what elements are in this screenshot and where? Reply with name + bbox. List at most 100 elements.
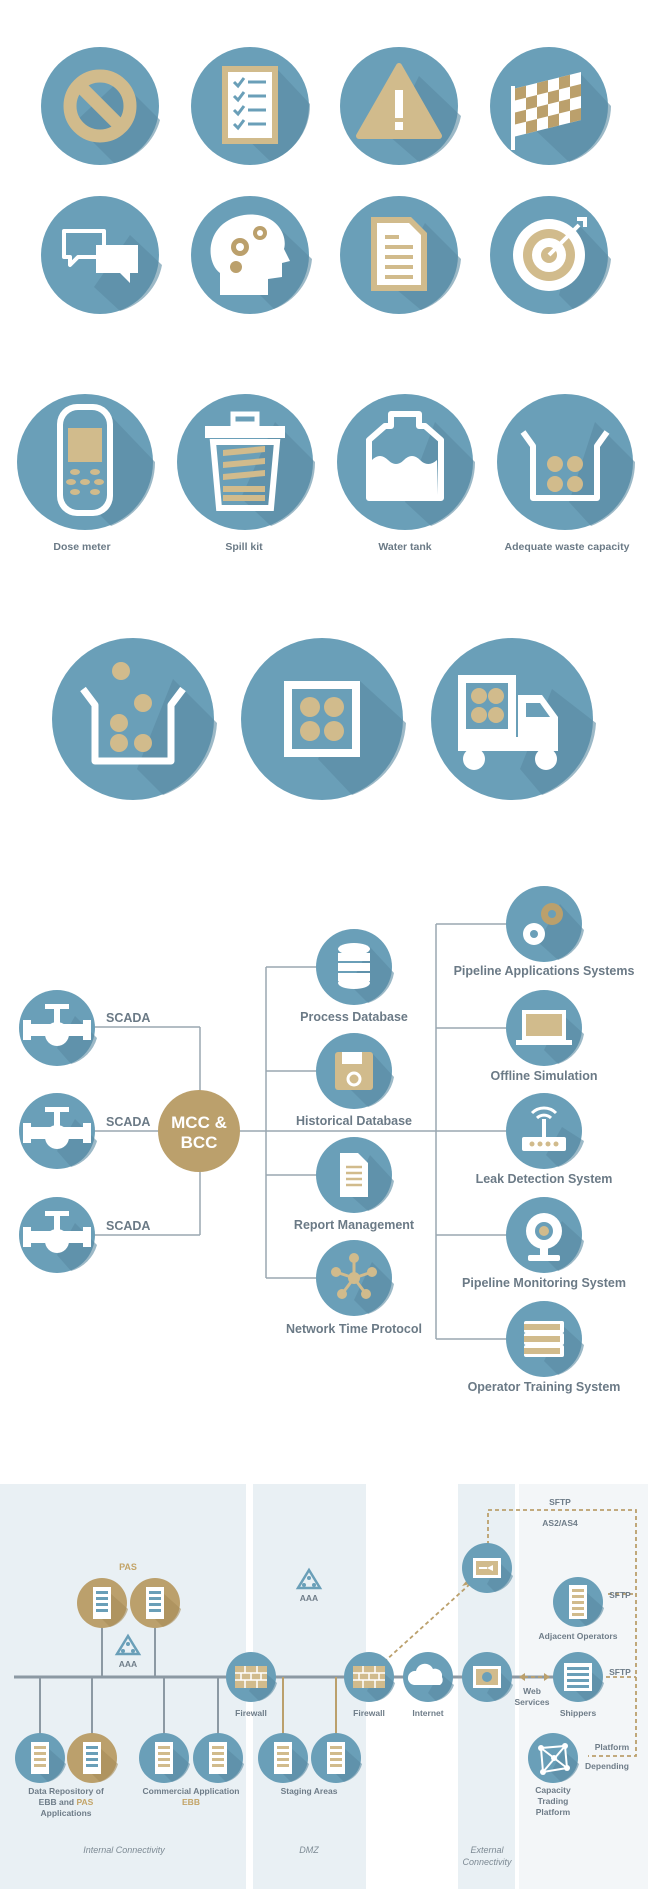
hub-label-line1: MCC & [171, 1113, 227, 1132]
icon-row-3: Dose meter Spill kit Water tank Adequate… [17, 394, 636, 553]
icon-row-4 [52, 638, 596, 800]
pas-application-server-icon [67, 1733, 118, 1783]
label-shippers: Shippers [560, 1708, 597, 1718]
data-repository-server-icon [15, 1733, 66, 1783]
aaa-icon [295, 1567, 323, 1590]
label-aaa-dmz: AAA [300, 1593, 318, 1603]
staging-server-icon [311, 1733, 362, 1783]
speech-bubbles-icon [41, 196, 162, 314]
dose-meter-icon [17, 394, 156, 530]
label-spill-kit: Spill kit [225, 541, 263, 553]
label-web-services-1: Web [523, 1686, 541, 1696]
label-as2: AS2/AS4 [542, 1518, 578, 1528]
label-data-repo-2: EBB and PAS [39, 1797, 94, 1807]
network-icon [316, 1240, 394, 1316]
books-icon [506, 1301, 584, 1377]
label-capacity-3: Platform [536, 1807, 571, 1817]
valve-icon [19, 1093, 97, 1169]
adjacent-operators-server-icon [553, 1577, 604, 1627]
document-icon [340, 196, 461, 314]
scada-label-1: SCADA [106, 1011, 150, 1025]
caption-external-1: External [470, 1845, 504, 1855]
label-internet: Internet [412, 1708, 443, 1718]
database-icon [316, 929, 394, 1005]
capacity-trading-network-icon [528, 1733, 579, 1783]
scada-diagram: SCADA SCADA SCADA MCC & BCC [19, 886, 634, 1394]
hub-node: MCC & BCC [158, 1090, 240, 1172]
label-waste-capacity: Adequate waste capacity [505, 541, 630, 553]
label-pipeline-applications: Pipeline Applications Systems [454, 964, 635, 978]
spill-kit-icon [177, 394, 316, 530]
report-icon [316, 1137, 394, 1213]
pas-server-icon [77, 1578, 128, 1628]
checkered-flag-icon [490, 47, 611, 165]
label-firewall-1: Firewall [235, 1708, 267, 1718]
label-adjacent-operators: Adjacent Operators [539, 1631, 618, 1641]
waste-falling-icon [52, 638, 217, 800]
label-capacity-2: Trading [538, 1796, 569, 1806]
web-services-icon [462, 1652, 513, 1702]
label-commercial-2: EBB [182, 1797, 200, 1807]
webcam-icon [506, 1197, 584, 1273]
label-sftp-adjacent: SFTP [609, 1590, 631, 1600]
firewall-icon [226, 1652, 277, 1702]
label-process-database: Process Database [300, 1010, 408, 1024]
checklist-icon [191, 47, 311, 165]
label-pas: PAS [119, 1562, 137, 1572]
network-diagram: PAS AAA AAA [0, 1484, 648, 1889]
target-icon [490, 196, 611, 314]
icon-row-2 [41, 196, 611, 314]
label-capacity-1: Capacity [535, 1785, 571, 1795]
scada-label-2: SCADA [106, 1115, 150, 1129]
head-gears-icon [191, 196, 312, 314]
label-report-management: Report Management [294, 1218, 415, 1232]
commercial-app-server-icon [139, 1733, 190, 1783]
label-operator-training: Operator Training System [468, 1380, 621, 1394]
label-staging-areas: Staging Areas [281, 1786, 338, 1796]
scada-label-3: SCADA [106, 1219, 150, 1233]
label-aaa-internal: AAA [119, 1659, 137, 1669]
label-network-time-protocol: Network Time Protocol [286, 1322, 422, 1336]
water-tank-icon [337, 394, 476, 530]
label-historical-database: Historical Database [296, 1114, 412, 1128]
waste-truck-icon [431, 638, 596, 800]
gears-icon [506, 886, 584, 962]
dashed-links [383, 1509, 637, 1757]
label-sftp-top: SFTP [549, 1497, 571, 1507]
label-leak-detection: Leak Detection System [476, 1172, 613, 1186]
label-pipeline-monitoring: Pipeline Monitoring System [462, 1276, 626, 1290]
label-platform-2: Depending [585, 1761, 629, 1771]
label-data-repo-3: Applications [40, 1808, 91, 1818]
caption-external-2: Connectivity [462, 1857, 512, 1867]
label-offline-simulation: Offline Simulation [491, 1069, 598, 1083]
router-icon [506, 1093, 584, 1169]
caption-internal-connectivity: Internal Connectivity [83, 1845, 165, 1855]
valve-icon [19, 990, 97, 1066]
waste-container-icon [497, 394, 636, 530]
floppy-disk-icon [316, 1033, 394, 1109]
label-web-services-2: Services [515, 1697, 550, 1707]
zone-internal [0, 1484, 246, 1889]
valve-icon [19, 1197, 97, 1273]
cloud-icon [403, 1652, 454, 1702]
aaa-icon [114, 1633, 142, 1656]
waste-box-icon [241, 638, 406, 800]
pas-server-icon [130, 1578, 181, 1628]
ebb-server-icon [193, 1733, 244, 1783]
label-data-repo-1: Data Repository of [28, 1786, 104, 1796]
label-data-repo-2b: PAS [76, 1797, 93, 1807]
staging-server-icon [258, 1733, 309, 1783]
label-data-repo-2a: EBB and [39, 1797, 77, 1807]
label-dose-meter: Dose meter [53, 541, 110, 553]
label-sftp-shippers: SFTP [609, 1667, 631, 1677]
firewall-icon [344, 1652, 395, 1702]
caption-dmz: DMZ [299, 1845, 319, 1855]
no-entry-icon [41, 47, 160, 165]
scada-connectors [80, 923, 512, 1340]
icon-row-1 [41, 47, 611, 165]
external-transfer-icon [462, 1543, 513, 1593]
label-firewall-2: Firewall [353, 1708, 385, 1718]
warning-icon [340, 47, 461, 165]
label-platform-1: Platform [595, 1742, 630, 1752]
